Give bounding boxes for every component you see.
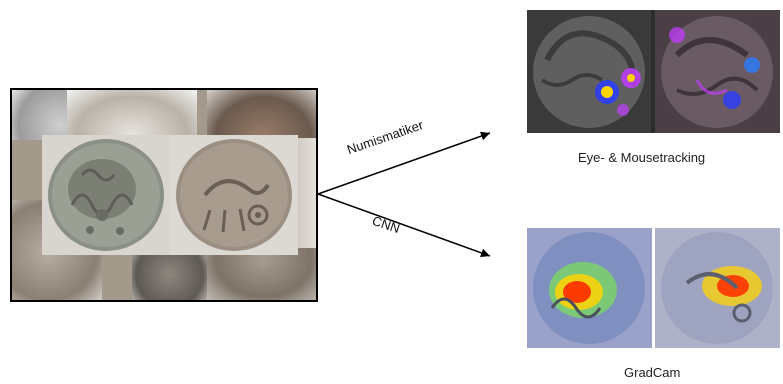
caption-eye-mousetracking: Eye- & Mousetracking — [578, 150, 705, 165]
arrow-to-gradcam — [318, 194, 490, 256]
caption-gradcam: GradCam — [624, 365, 680, 380]
gradcam-panel — [527, 228, 780, 348]
eyetracking-panel — [527, 10, 780, 133]
